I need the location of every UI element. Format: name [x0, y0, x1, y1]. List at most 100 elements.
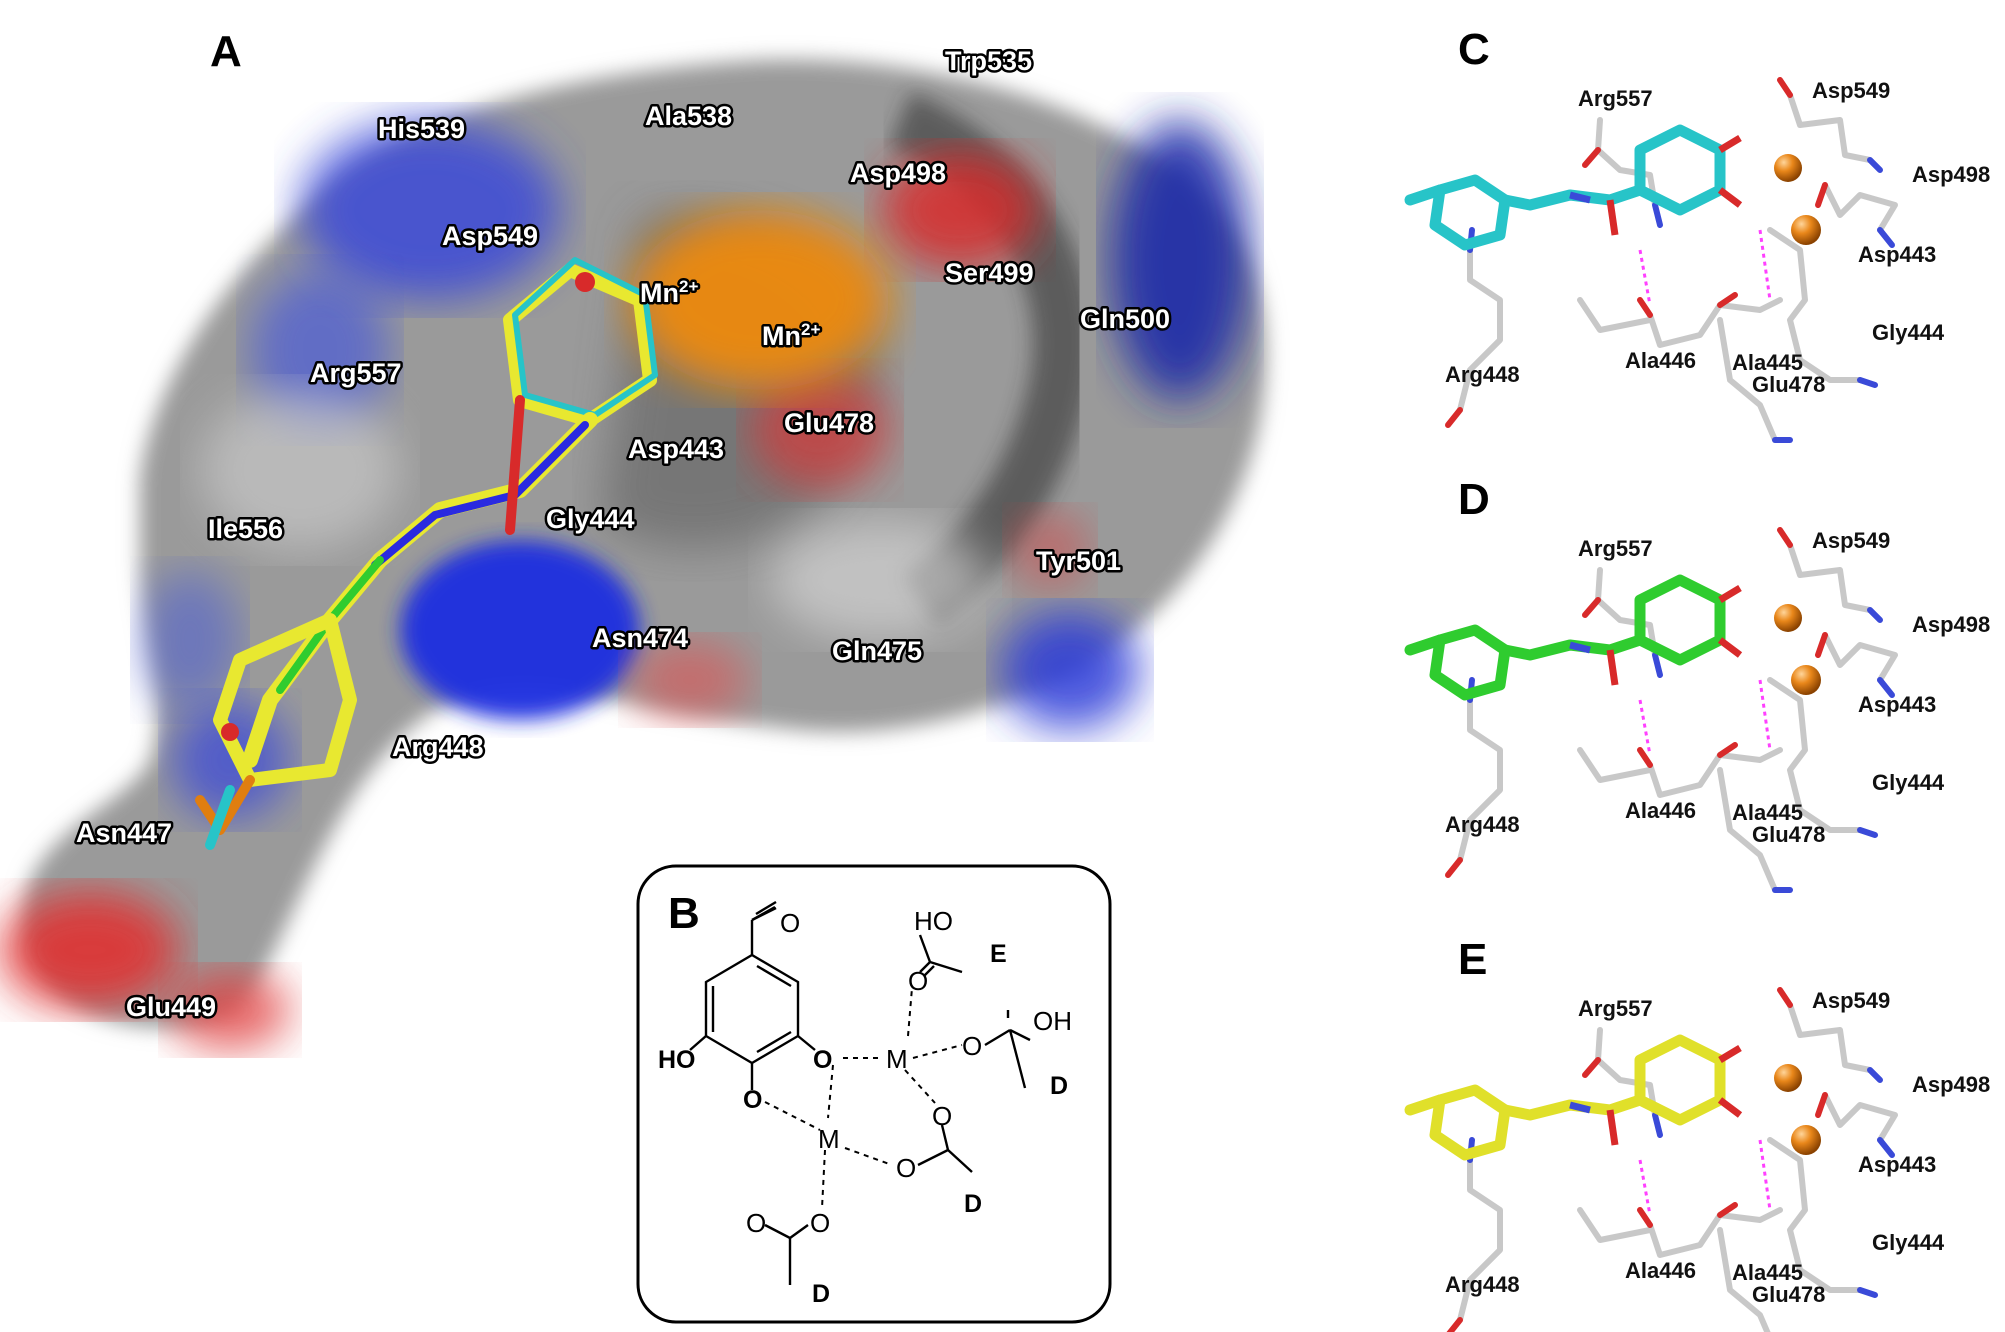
hbond-2	[1758, 229, 1772, 301]
label-arg448: Arg448	[1445, 812, 1520, 837]
atom-tip	[1815, 632, 1828, 658]
atom-tip	[1717, 742, 1738, 758]
atom-m2: M	[818, 1124, 840, 1154]
atom-m1: M	[886, 1044, 908, 1074]
atom-tip	[1867, 1067, 1883, 1083]
atom-tip	[1857, 377, 1878, 388]
atom-tip	[1637, 747, 1653, 768]
atom-tip	[1867, 607, 1883, 623]
atom-tip	[1717, 292, 1738, 308]
label-asp498: Asp498	[1912, 612, 1990, 637]
panel-label-d: D	[1458, 475, 1490, 524]
label-ile556: Ile556	[208, 514, 283, 544]
label-asp549: Asp549	[442, 221, 538, 251]
atom-tip	[1777, 77, 1793, 98]
atom-o-phenol-2: O	[743, 1086, 762, 1114]
panel-b-box	[636, 864, 1112, 1324]
atom-tip	[1446, 1317, 1463, 1332]
label-asp549: Asp549	[1812, 528, 1890, 553]
label-glu478: Glu478	[784, 408, 874, 438]
atom-o-bottom-2: O	[810, 1208, 830, 1238]
atom-o-mid: O	[932, 1101, 952, 1131]
label-asp443: Asp443	[628, 434, 724, 464]
atom-o-right: O	[962, 1031, 982, 1061]
atom-tip	[1815, 182, 1828, 208]
atom-tip	[1582, 147, 1601, 168]
hbond-2	[1758, 679, 1772, 751]
label-arg557: Arg557	[1578, 996, 1653, 1021]
atom-o-mid-2: O	[896, 1153, 916, 1183]
coordination-bonds	[764, 987, 963, 1209]
atom-oh-right: OH	[1033, 1006, 1072, 1036]
mn-sphere-1	[1774, 154, 1802, 182]
label-ala445: Ala445	[1732, 350, 1803, 375]
hbond-2	[1758, 1139, 1772, 1211]
label-glu449: Glu449	[126, 992, 216, 1022]
atom-tip	[1445, 407, 1463, 428]
ligand-sticks	[1404, 124, 1726, 251]
label-ala445: Ala445	[1732, 1260, 1803, 1285]
ligand-sticks	[1404, 574, 1726, 701]
atom-o-carbonyl: O	[780, 908, 800, 938]
mn-sphere-1	[1774, 604, 1802, 632]
chem-structure	[689, 900, 816, 1090]
panel-b: B	[636, 864, 1112, 1324]
protein-sticks	[1457, 92, 1898, 443]
label-asp498: Asp498	[850, 158, 946, 188]
atom-tip	[1445, 857, 1463, 878]
atom-tip	[1867, 157, 1883, 173]
mn-sphere-2	[1791, 215, 1821, 245]
hbond-1	[1638, 249, 1652, 306]
mn-sphere-2	[1791, 665, 1821, 695]
label-asp549: Asp549	[1812, 78, 1890, 103]
panel-label-e: E	[1458, 935, 1487, 984]
label-arg557: Arg557	[1578, 86, 1653, 111]
residue-tag-d-3: D	[812, 1280, 830, 1308]
atom-tip	[1777, 527, 1793, 548]
label-gly444: Gly444	[1872, 1230, 1945, 1255]
atom-tip	[1637, 297, 1653, 318]
label-gln475: Gln475	[832, 636, 922, 666]
label-asp549: Asp549	[1812, 988, 1890, 1013]
label-gly444: Gly444	[1872, 320, 1945, 345]
label-ala538: Ala538	[645, 101, 732, 131]
label-trp535: Trp535	[945, 46, 1032, 76]
atom-tip	[1777, 987, 1793, 1008]
label-gly444: Gly444	[546, 504, 635, 534]
atom-o-bottom: O	[746, 1208, 766, 1238]
ligand-sticks	[1404, 1034, 1726, 1161]
label-asp443: Asp443	[1858, 242, 1936, 267]
label-arg448: Arg448	[1445, 1272, 1520, 1297]
atom-o-phenol-1: O	[813, 1046, 832, 1074]
panel-a: A Trp535 His539 Ala538 Asp498 Asp549 Mn2…	[0, 27, 1266, 1050]
atom-o-top: O	[908, 966, 928, 996]
protein-surface	[0, 59, 1266, 1050]
label-tyr501: Tyr501	[1036, 546, 1121, 576]
mn-sphere-2	[1791, 1125, 1821, 1155]
atom-tip	[1877, 1137, 1895, 1158]
residue-tag-e: E	[990, 940, 1007, 968]
label-asp498: Asp498	[1912, 1072, 1990, 1097]
label-asp443: Asp443	[1858, 692, 1936, 717]
label-asp498: Asp498	[1912, 162, 1990, 187]
hbond-1	[1638, 1159, 1652, 1216]
label-arg448: Arg448	[392, 732, 484, 762]
label-his539: His539	[378, 114, 465, 144]
panel-label-c: C	[1458, 25, 1490, 74]
label-ala446: Ala446	[1625, 348, 1696, 373]
atom-tip	[1815, 1092, 1828, 1118]
residue-labels-a: Trp535 His539 Ala538 Asp498 Asp549 Mn2+ …	[74, 44, 1173, 1025]
label-ser499: Ser499	[945, 258, 1034, 288]
label-arg557: Arg557	[310, 358, 402, 388]
label-glu478: Glu478	[1752, 372, 1825, 397]
label-glu478: Glu478	[1752, 822, 1825, 847]
atom-tip	[1637, 1207, 1653, 1228]
hbond-1	[1638, 699, 1652, 756]
mn-sphere-1	[1774, 1064, 1802, 1092]
panel-label-b: B	[668, 889, 700, 938]
atom-tip	[1857, 827, 1878, 838]
label-glu478: Glu478	[1752, 1282, 1825, 1307]
atom-tip	[1652, 202, 1663, 228]
